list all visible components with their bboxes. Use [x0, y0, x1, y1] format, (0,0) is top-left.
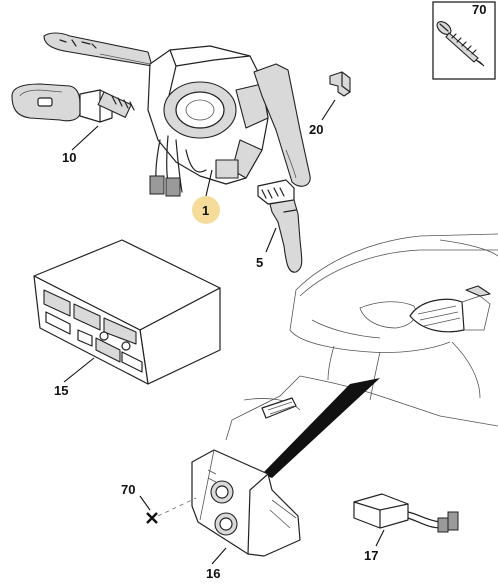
screw-icon — [436, 21, 485, 67]
label-part-1: 1 — [202, 203, 209, 218]
location-pointer — [262, 378, 380, 478]
highlight-marker-1 — [192, 196, 220, 224]
label-part-70-screw: 70 — [472, 2, 486, 17]
column-switch-assembly-1 — [43, 32, 311, 224]
label-part-5: 5 — [256, 255, 263, 270]
stalk-switch-5 — [257, 179, 303, 273]
switch-panel-16 — [191, 449, 301, 565]
fixing-point-cross-icon — [139, 495, 197, 524]
clip-20 — [321, 71, 351, 121]
label-part-17: 17 — [364, 548, 378, 563]
label-part-10: 10 — [62, 150, 76, 165]
module-17 — [353, 493, 459, 547]
label-part-20-visible: 20 — [309, 122, 323, 137]
dashboard-outline — [225, 233, 498, 441]
label-part-16: 16 — [206, 566, 220, 581]
screw-inset — [432, 1, 496, 80]
label-part-70-fixing: 70 — [121, 482, 135, 497]
control-panel-15 — [33, 239, 221, 385]
stalk-switch-10 — [11, 83, 135, 151]
label-part-15: 15 — [54, 383, 68, 398]
